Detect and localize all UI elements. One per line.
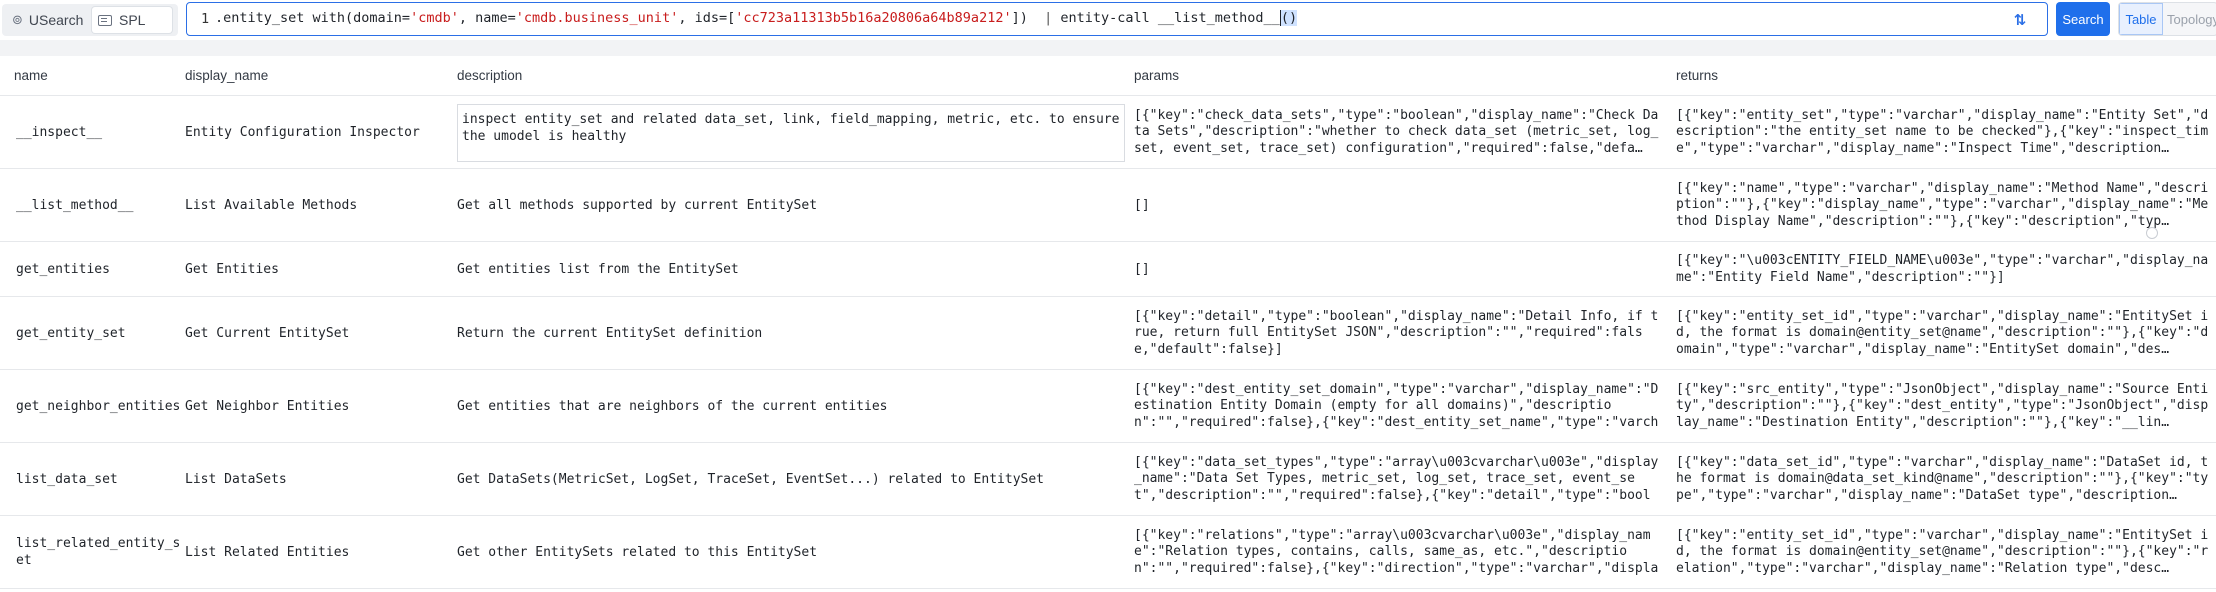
cell-params: [{"key":"dest_entity_set_domain","type":… [1134,371,1662,442]
cell-params: [{"key":"relations","type":"array\u003cv… [1134,517,1662,588]
cell-params-text: [{"key":"detail","type":"boolean","displ… [1134,308,1659,357]
cell-params-text: [{"key":"dest_entity_set_domain","type":… [1134,381,1659,432]
cell-returns-text: [{"key":"entity_set","type":"varchar","d… [1676,107,2209,156]
cell-params: [{"key":"data_set_types","type":"array\u… [1134,444,1662,515]
cell-display-name: Get Neighbor Entities [185,399,350,414]
results-table: name display_name description params ret… [0,56,2216,592]
cell-name: __inspect__ [16,125,103,140]
table-header-row: name display_name description params ret… [0,56,2216,96]
table-row[interactable]: list_data_set List DataSets Get DataSets… [0,444,2216,516]
view-mode-switch: Table Topology [2118,2,2216,36]
cell-name: get_entity_set [16,326,126,341]
table-row[interactable]: get_entities Get Entities Get entities l… [0,243,2216,297]
cell-params-text: [{"key":"relations","type":"array\u003cv… [1134,527,1659,578]
query-pipe: | [1044,10,1053,26]
cell-returns: [{"key":"src_entity","type":"JsonObject"… [1676,371,2216,442]
query-part: , ids=[ [678,10,736,26]
tab-topology[interactable]: Topology [2167,11,2216,27]
line-number: 1 [201,11,210,27]
cell-returns-text: [{"key":"src_entity","type":"JsonObject"… [1676,381,2209,430]
query-string-literal: 'cmdb.business_unit' [515,10,679,26]
top-toolbar: ⊚ USearch SPL 1 .entity_set with(domain=… [0,0,2216,40]
cell-name: __list_method__ [16,198,134,213]
cell-params: [{"key":"detail","type":"boolean","displ… [1134,298,1662,369]
cell-display-name: Get Current EntitySet [185,326,350,341]
header-name[interactable]: name [14,68,48,83]
query-text[interactable]: .entity_set with(domain='cmdb', name='cm… [215,10,1298,26]
cell-returns-text: [{"key":"entity_set_id","type":"varchar"… [1676,308,2209,357]
query-part: entity-call __list_method__ [1052,10,1280,26]
cell-description[interactable]: inspect entity_set and related data_set,… [457,97,1125,168]
query-mode-switch: ⊚ USearch SPL [2,4,178,36]
cell-description-text: inspect entity_set and related data_set,… [457,103,1125,162]
usearch-mode-button[interactable]: ⊚ USearch [12,7,83,33]
cell-description: Get DataSets(MetricSet, LogSet, TraceSet… [457,472,1044,487]
cell-name: get_entities [16,262,110,277]
cell-returns: [{"key":"entity_set_id","type":"varchar"… [1676,298,2216,369]
format-icon[interactable]: ⇅ [2013,12,2027,29]
spl-mode-button[interactable]: SPL [92,7,172,33]
separator-band [0,40,2216,56]
table-row[interactable]: list_related_entity_set List Related Ent… [0,517,2216,589]
table-row[interactable]: get_neighbor_entities Get Neighbor Entit… [0,371,2216,443]
spl-label: SPL [119,12,146,28]
cell-name: list_data_set [16,472,118,487]
query-string-literal: 'cc723a11313b5b16a20806a64b89a212' [735,10,1012,26]
cell-params: [] [1134,262,1150,277]
header-params[interactable]: params [1134,68,1180,83]
cell-returns: [{"key":"name","type":"varchar","display… [1676,170,2216,241]
cell-display-name: Get Entities [185,262,279,277]
terminal-icon [98,14,112,26]
cell-params-text: [{"key":"check_data_sets","type":"boolea… [1134,107,1659,156]
header-returns[interactable]: returns [1676,68,1719,83]
cell-description: Get all methods supported by current Ent… [457,198,818,213]
search-button[interactable]: Search [2056,2,2110,36]
cell-returns-text: [{"key":"\u003cENTITY_FIELD_NAME\u003e",… [1676,253,2209,285]
cell-display-name: List Available Methods [185,198,358,213]
cell-display-name: Entity Configuration Inspector [185,125,420,140]
cell-params-text: [{"key":"data_set_types","type":"array\u… [1134,454,1659,505]
cell-name-text: list_related_entity_set [16,536,181,568]
header-description[interactable]: description [457,68,523,83]
usearch-label: USearch [28,12,84,28]
cell-returns-text: [{"key":"data_set_id","type":"varchar","… [1676,454,2209,503]
cell-name: get_neighbor_entities [16,399,181,414]
cell-params: [{"key":"check_data_sets","type":"boolea… [1134,97,1662,168]
cell-name: list_related_entity_set [16,517,188,588]
search-icon: ⊚ [12,12,23,27]
cell-description: Get other EntitySets related to this Ent… [457,545,818,560]
query-part: .entity_set with(domain= [215,10,411,26]
query-editor[interactable]: 1 .entity_set with(domain='cmdb', name='… [186,2,2048,36]
cell-description: Get entities that are neighbors of the c… [457,399,888,414]
table-row[interactable]: __inspect__ Entity Configuration Inspect… [0,97,2216,169]
cell-description: Return the current EntitySet definition [457,326,763,341]
tab-table[interactable]: Table [2119,3,2163,35]
cell-display-name: List DataSets [185,472,287,487]
query-part: , name= [458,10,516,26]
cell-description: Get entities list from the EntitySet [457,262,739,277]
cell-params: [] [1134,198,1150,213]
cell-display-name: List Related Entities [185,545,350,560]
header-display-name[interactable]: display_name [185,68,269,83]
query-string-literal: 'cmdb' [410,10,459,26]
table-row[interactable]: get_entity_set Get Current EntitySet Ret… [0,298,2216,370]
cell-returns-text: [{"key":"entity_set_id","type":"varchar"… [1676,527,2209,576]
text-cursor-selection: () [1279,10,1298,26]
query-part: ]) [1011,10,1045,26]
cell-returns-text: [{"key":"name","type":"varchar","display… [1676,180,2209,229]
table-row[interactable]: __list_method__ List Available Methods G… [0,170,2216,242]
cell-returns: [{"key":"\u003cENTITY_FIELD_NAME\u003e",… [1676,243,2216,296]
cell-returns: [{"key":"entity_set_id","type":"varchar"… [1676,517,2216,588]
cell-returns: [{"key":"data_set_id","type":"varchar","… [1676,444,2216,515]
cell-returns: [{"key":"entity_set","type":"varchar","d… [1676,97,2216,168]
scroll-indicator[interactable] [2146,227,2158,239]
